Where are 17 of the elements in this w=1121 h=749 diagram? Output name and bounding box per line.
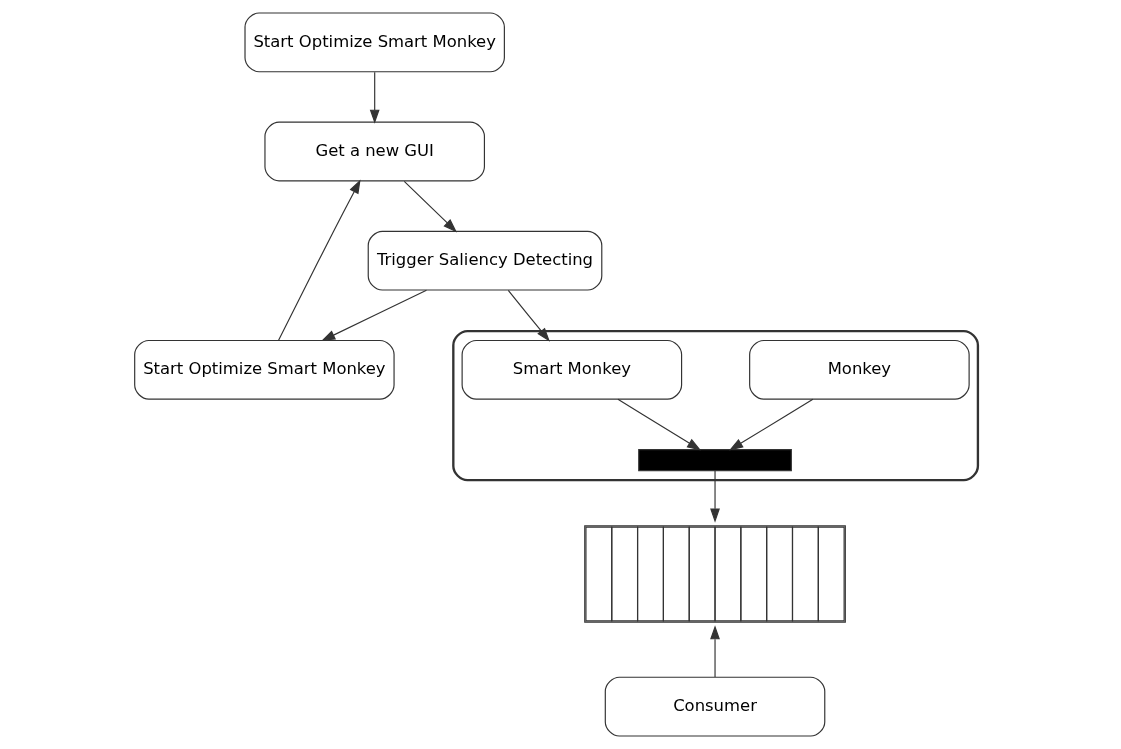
node-box: Monkey — [748, 339, 970, 400]
arrow — [403, 180, 457, 233]
node-box: Trigger Saliency Detecting — [367, 230, 602, 291]
arrow — [616, 398, 701, 451]
node-box: Consumer — [604, 676, 825, 737]
arrow — [709, 625, 720, 678]
arrow — [277, 179, 361, 341]
node-box: Start Optimize Smart Monkey — [133, 339, 395, 400]
node-box: Smart Monkey — [461, 339, 682, 400]
arrow — [728, 398, 813, 451]
arrow — [369, 71, 380, 124]
node-box: Get a new GUI — [263, 121, 485, 182]
arrow — [320, 289, 427, 342]
arrow — [709, 470, 720, 523]
arrow — [507, 289, 550, 342]
node-box: Start Optimize Smart Monkey — [243, 12, 505, 73]
node-bar — [637, 449, 792, 472]
